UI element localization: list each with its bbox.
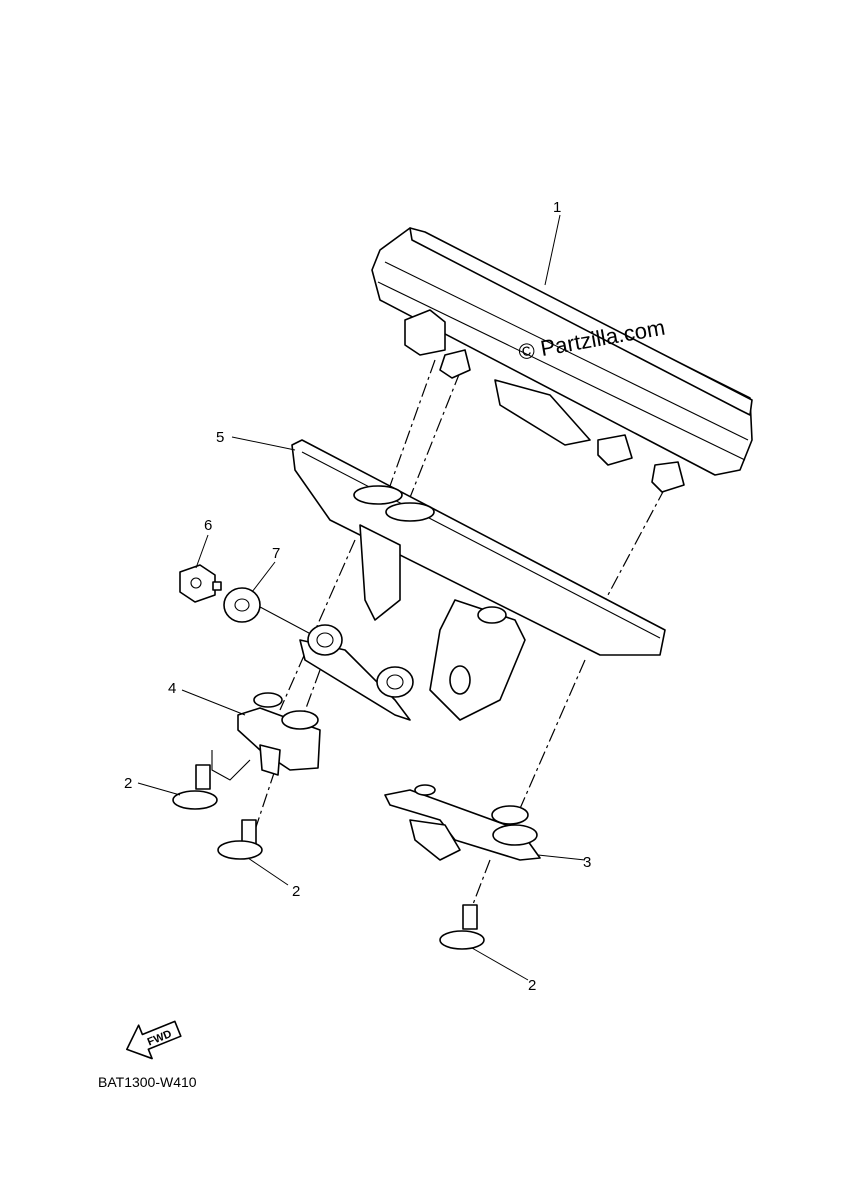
damper-bracket-right[interactable] [384, 784, 541, 861]
callout-5: 5 [216, 429, 224, 446]
screw-part-2-c[interactable] [439, 904, 485, 950]
meter-bracket[interactable] [291, 439, 666, 721]
callout-2-c: 2 [528, 977, 536, 994]
fwd-arrow-icon: FWD [126, 1020, 182, 1060]
bolt-part-6[interactable] [179, 564, 222, 603]
callout-4: 4 [168, 680, 176, 697]
callout-2-b: 2 [292, 883, 300, 900]
callout-3: 3 [583, 854, 591, 871]
callout-7: 7 [272, 545, 280, 562]
screw-part-2-a[interactable] [172, 764, 218, 810]
callout-numbers: 1 5 6 7 4 2 2 3 2 [124, 199, 591, 994]
callout-6: 6 [204, 517, 212, 534]
screw-part-2-b[interactable] [217, 819, 263, 860]
washer-part-7[interactable] [223, 587, 261, 623]
callout-2-a: 2 [124, 775, 132, 792]
diagram-code: BAT1300-W410 [98, 1074, 197, 1090]
leader-lines [137, 214, 586, 981]
damper-bracket-left[interactable] [237, 692, 321, 776]
callout-1: 1 [553, 199, 561, 216]
meter-assembly[interactable] [371, 227, 753, 493]
